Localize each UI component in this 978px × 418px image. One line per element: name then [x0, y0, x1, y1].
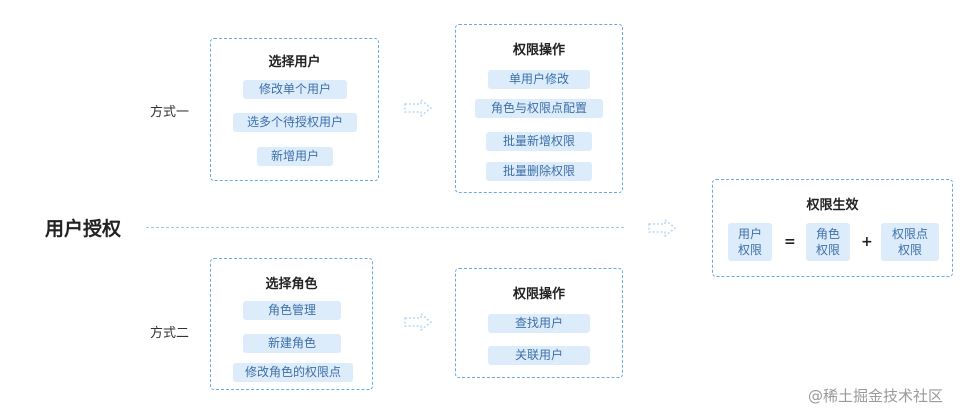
method1-flow-arrow-icon — [404, 99, 433, 117]
method1-label: 方式一 — [150, 105, 190, 120]
method1-op-title: 权限操作 — [512, 43, 565, 58]
method2-op-item: 查找用户 — [488, 314, 590, 333]
method1-select-item: 修改单个用户 — [243, 80, 347, 99]
effect-term-role-permission: 角色 权限 — [806, 223, 850, 261]
method2-select-item: 角色管理 — [243, 301, 341, 320]
watermark-text: @稀土掘金技术社区 — [808, 387, 944, 405]
effect-plus-sign: + — [861, 234, 873, 250]
method2-select-title: 选择角色 — [265, 277, 318, 292]
method1-select-user-box: 选择用户 修改单个用户 选多个待授权用户 新增用户 — [210, 38, 379, 181]
method1-op-item: 批量新增权限 — [486, 132, 592, 151]
effect-term1-line1: 用户 — [737, 227, 762, 241]
method2-permission-op-box: 权限操作 查找用户 关联用户 — [455, 268, 623, 378]
effect-term3-line1: 权限点 — [891, 227, 928, 241]
effect-term2-line2: 权限 — [815, 243, 840, 257]
method2-label: 方式二 — [150, 326, 190, 341]
method2-op-title: 权限操作 — [512, 287, 565, 302]
permission-effect-box: 权限生效 用户 权限 = 角色 权限 + 权限点 权限 — [712, 179, 953, 277]
method2-flow-arrow-icon — [404, 313, 433, 331]
method2-op-item: 关联用户 — [488, 346, 590, 365]
effect-term3-line2: 权限 — [897, 243, 922, 257]
effect-term-user-permission: 用户 权限 — [728, 223, 772, 261]
method1-select-item: 新增用户 — [257, 147, 333, 166]
effect-term2-line1: 角色 — [815, 227, 840, 241]
method1-op-item: 单用户修改 — [488, 70, 590, 89]
effect-title: 权限生效 — [806, 198, 859, 213]
method1-op-item: 角色与权限点配置 — [475, 99, 603, 118]
method1-select-item: 选多个待授权用户 — [233, 113, 357, 132]
method1-op-item: 批量删除权限 — [486, 162, 592, 181]
effect-equals-sign: = — [784, 234, 796, 250]
method1-select-title: 选择用户 — [268, 55, 321, 70]
main-connector-line — [146, 227, 624, 228]
main-label-user-authorization: 用户授权 — [45, 218, 122, 240]
method2-select-item: 新建角色 — [243, 334, 341, 353]
effect-term-permission-point: 权限点 权限 — [881, 223, 939, 261]
effect-flow-arrow-icon — [648, 219, 677, 237]
method2-select-role-box: 选择角色 角色管理 新建角色 修改角色的权限点 — [210, 258, 373, 390]
method1-permission-op-box: 权限操作 单用户修改 角色与权限点配置 批量新增权限 批量删除权限 — [455, 24, 623, 193]
method2-select-item: 修改角色的权限点 — [233, 363, 353, 382]
effect-term1-line2: 权限 — [737, 243, 762, 257]
